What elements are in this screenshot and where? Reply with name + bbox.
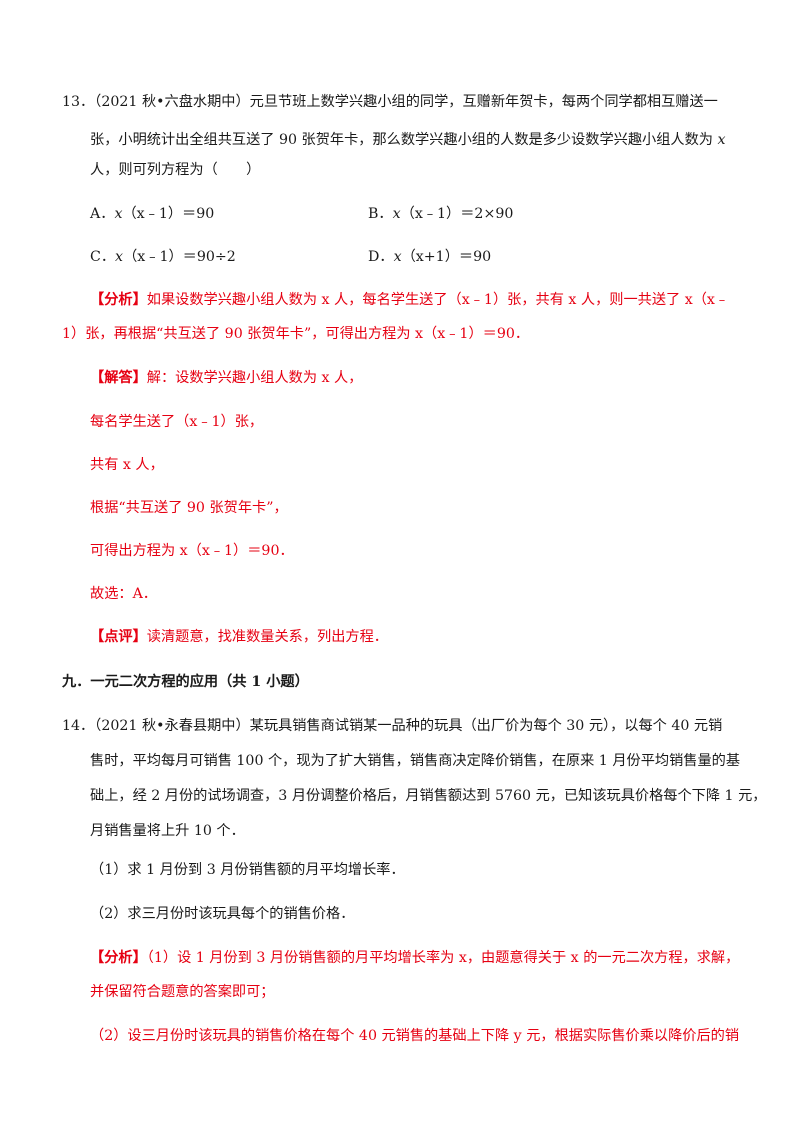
q13-variable: x [717, 132, 726, 148]
q14-analysis-line-3: （2）设三月份时该玩具的销售价格在每个 40 元销售的基础上下降 y 元，根据实… [90, 1028, 740, 1044]
comment-text: 读清题意，找准数量关系，列出方程． [146, 629, 388, 645]
analysis-tag: 【分析】 [90, 292, 147, 308]
option-label: B． [368, 206, 393, 222]
q13-solution-line-6: 故选：A． [90, 586, 157, 602]
analysis-text-1: 如果设数学兴趣小组人数为 x 人，每名学生送了（x﹣1）张，共有 x 人，则一共… [146, 292, 730, 308]
q13-solution-line-5: 可得出方程为 x（x﹣1）＝90． [90, 543, 294, 559]
q14-line-4: 月销售量将上升 10 个． [90, 823, 245, 839]
q14-text-1: （2021 秋•永春县期中）某玩具销售商试销某一品种的玩具（出厂价为每个 30 … [94, 718, 723, 734]
q13-line-3: 人，则可列方程为（ ） [90, 160, 260, 180]
q14-line-3: 础上，经 2 月份的试场调查，3 月份调整价格后，月销售额达到 5760 元，已… [90, 788, 767, 804]
q14-subquestion-1: （1）求 1 月份到 3 月份销售额的月平均增长率． [90, 862, 405, 878]
option-label: C． [90, 249, 116, 265]
option-text: （x﹣1）＝90÷2 [123, 249, 236, 265]
q13-solution-line-1: 【解答】解：设数学兴趣小组人数为 x 人， [90, 368, 362, 388]
option-text: （x+1）＝90 [401, 249, 492, 265]
q14-line-1: 14．（2021 秋•永春县期中）某玩具销售商试销某一品种的玩具（出厂价为每个 … [62, 716, 722, 736]
option-variable: x [392, 206, 401, 222]
section-title: 九．一元二次方程的应用（共 1 小题） [62, 674, 309, 690]
q14-analysis-line-2: 并保留符合题意的答案即可； [90, 984, 275, 1000]
comment-tag: 【点评】 [90, 629, 147, 645]
q13-analysis-line-1: 【分析】如果设数学兴趣小组人数为 x 人，每名学生送了（x﹣1）张，共有 x 人… [90, 290, 729, 310]
option-label: D． [368, 249, 394, 265]
q13-text-1: （2021 秋•六盘水期中）元旦节班上数学兴趣小组的同学，互赠新年贺卡，每两个同… [94, 94, 718, 110]
option-variable: x [115, 249, 124, 265]
q13-line-1: 13．（2021 秋•六盘水期中）元旦节班上数学兴趣小组的同学，互赠新年贺卡，每… [62, 92, 718, 112]
q13-option-a: A．x（x﹣1）＝90 [90, 204, 214, 224]
option-variable: x [114, 206, 123, 222]
q13-line-2: 张，小明统计出全组共互送了 90 张贺年卡，那么数学兴趣小组的人数是多少设数学兴… [90, 130, 725, 150]
q14-line-2: 售时，平均每月可销售 100 个，现为了扩大销售，销售商决定降价销售，在原来 1… [90, 753, 741, 769]
q13-solution-line-4: 根据“共互送了 90 张贺年卡”， [90, 500, 288, 516]
q14-analysis-line-1: 【分析】（1）设 1 月份到 3 月份销售额的月平均增长率为 x，由题意得关于 … [90, 948, 739, 968]
q13-number: 13． [62, 94, 95, 110]
q13-solution-line-2: 每名学生送了（x﹣1）张， [90, 414, 264, 430]
q14-subquestion-2: （2）求三月份时该玩具每个的销售价格． [90, 906, 355, 922]
analysis-text-2: 1）张，再根据“共互送了 90 张贺年卡”，可得出方程为 x（x﹣1）＝90． [62, 326, 530, 342]
option-variable: x [393, 249, 402, 265]
option-text: （x﹣1）＝2×90 [400, 206, 514, 222]
option-label: A． [90, 206, 115, 222]
analysis-tag: 【分析】 [90, 950, 147, 966]
q13-text-2: 张，小明统计出全组共互送了 90 张贺年卡，那么数学兴趣小组的人数是多少设数学兴… [90, 132, 713, 148]
q13-analysis-line-2: 1）张，再根据“共互送了 90 张贺年卡”，可得出方程为 x（x﹣1）＝90． [62, 324, 529, 344]
option-text: （x﹣1）＝90 [122, 206, 215, 222]
solution-text-1: 解：设数学兴趣小组人数为 x 人， [146, 370, 363, 386]
solution-tag: 【解答】 [90, 370, 147, 386]
analysis-text-1: （1）设 1 月份到 3 月份销售额的月平均增长率为 x，由题意得关于 x 的一… [146, 950, 740, 966]
q13-option-b: B．x（x﹣1）＝2×90 [368, 204, 513, 224]
q13-comment: 【点评】读清题意，找准数量关系，列出方程． [90, 627, 388, 647]
q13-option-d: D．x（x+1）＝90 [368, 247, 491, 267]
q13-option-c: C．x（x﹣1）＝90÷2 [90, 247, 236, 267]
q13-text-3: 人，则可列方程为（ ） [90, 162, 261, 178]
q14-number: 14． [62, 718, 95, 734]
q13-solution-line-3: 共有 x 人， [90, 457, 164, 473]
